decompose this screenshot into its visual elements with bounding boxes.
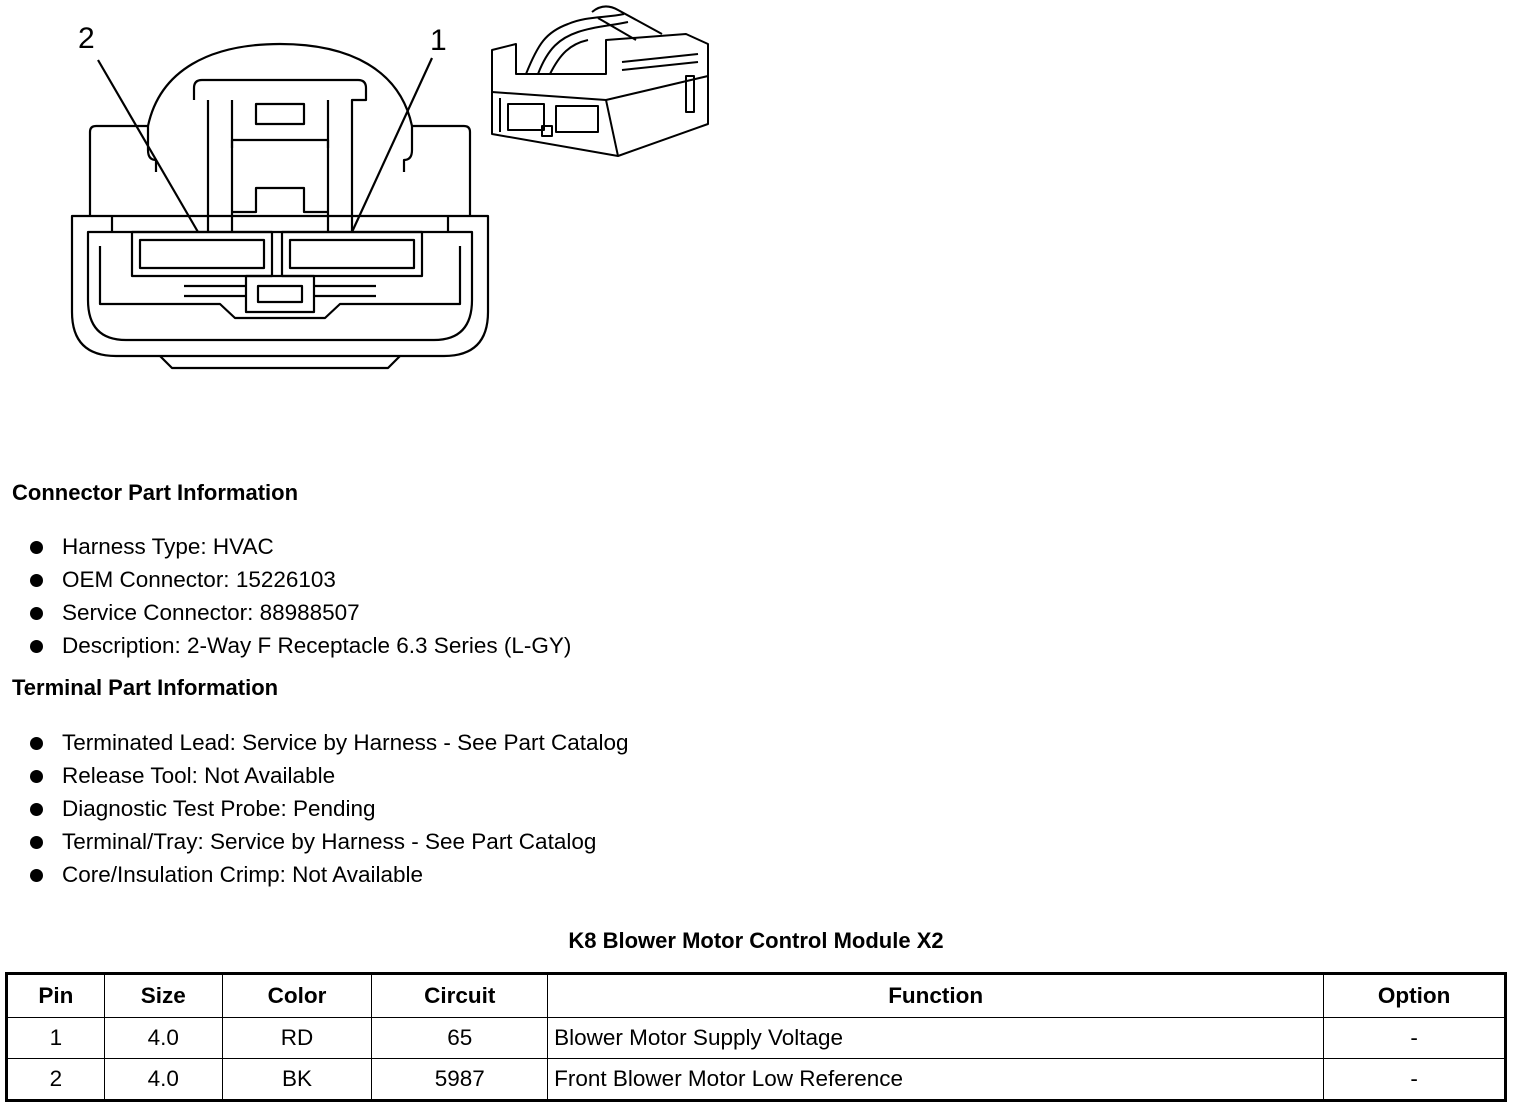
cell-function: Blower Motor Supply Voltage bbox=[547, 1017, 1325, 1059]
cell-size: 4.0 bbox=[103, 1058, 223, 1101]
list-item: Description: 2-Way F Receptacle 6.3 Seri… bbox=[28, 629, 571, 662]
oem-connector: OEM Connector: 15226103 bbox=[62, 567, 336, 592]
cell-color: BK bbox=[221, 1058, 373, 1101]
bullet-icon bbox=[30, 737, 43, 750]
cell-circuit: 65 bbox=[371, 1017, 549, 1059]
core-insulation-crimp: Core/Insulation Crimp: Not Available bbox=[62, 862, 424, 887]
bullet-icon bbox=[30, 869, 43, 882]
pin-table-title: K8 Blower Motor Control Module X2 bbox=[568, 928, 944, 953]
column-header-size: Size bbox=[103, 973, 223, 1018]
bullet-icon bbox=[30, 607, 43, 620]
callout-pin-1: 1 bbox=[430, 24, 447, 57]
service-connector: Service Connector: 88988507 bbox=[62, 600, 360, 625]
column-header-color: Color bbox=[221, 973, 373, 1018]
cell-size: 4.0 bbox=[103, 1017, 223, 1059]
terminated-lead: Terminated Lead: Service by Harness - Se… bbox=[62, 730, 629, 755]
pin-table: Pin Size Color Circuit Function Option 1… bbox=[5, 972, 1507, 1102]
terminal-tray: Terminal/Tray: Service by Harness - See … bbox=[62, 829, 597, 854]
cell-function: Front Blower Motor Low Reference bbox=[547, 1058, 1325, 1101]
cell-option: - bbox=[1323, 1058, 1506, 1101]
bullet-icon bbox=[30, 803, 43, 816]
cell-pin: 2 bbox=[6, 1058, 105, 1101]
connector-part-info-list: Harness Type: HVAC OEM Connector: 152261… bbox=[28, 530, 571, 662]
bullet-icon bbox=[30, 541, 43, 554]
list-item: Diagnostic Test Probe: Pending bbox=[28, 792, 629, 825]
list-item: Terminal/Tray: Service by Harness - See … bbox=[28, 825, 629, 858]
column-header-circuit: Circuit bbox=[371, 973, 549, 1018]
table-header-row: Pin Size Color Circuit Function Option bbox=[6, 973, 1506, 1018]
connector-description: Description: 2-Way F Receptacle 6.3 Seri… bbox=[62, 633, 572, 658]
connector-part-info-heading: Connector Part Information bbox=[12, 480, 299, 505]
connector-face-diagram: 2 1 bbox=[70, 22, 490, 370]
terminal-part-info-list: Terminated Lead: Service by Harness - Se… bbox=[28, 726, 629, 891]
cell-color: RD bbox=[221, 1017, 373, 1059]
table-row: 2 4.0 BK 5987 Front Blower Motor Low Ref… bbox=[6, 1058, 1506, 1101]
list-item: Service Connector: 88988507 bbox=[28, 596, 571, 629]
list-item: Release Tool: Not Available bbox=[28, 759, 629, 792]
cell-option: - bbox=[1323, 1017, 1506, 1059]
bullet-icon bbox=[30, 836, 43, 849]
list-item: Terminated Lead: Service by Harness - Se… bbox=[28, 726, 629, 759]
bullet-icon bbox=[30, 574, 43, 587]
release-tool: Release Tool: Not Available bbox=[62, 763, 336, 788]
terminal-part-info-heading: Terminal Part Information bbox=[12, 675, 279, 700]
cell-circuit: 5987 bbox=[371, 1058, 549, 1101]
column-header-pin: Pin bbox=[6, 973, 105, 1018]
connector-isometric-diagram bbox=[491, 5, 709, 157]
column-header-function: Function bbox=[547, 973, 1325, 1018]
list-item: Harness Type: HVAC bbox=[28, 530, 571, 563]
bullet-icon bbox=[30, 770, 43, 783]
diagnostic-test-probe: Diagnostic Test Probe: Pending bbox=[62, 796, 376, 821]
list-item: Core/Insulation Crimp: Not Available bbox=[28, 858, 629, 891]
table-row: 1 4.0 RD 65 Blower Motor Supply Voltage … bbox=[6, 1017, 1506, 1059]
bullet-icon bbox=[30, 640, 43, 653]
callout-pin-2: 2 bbox=[78, 22, 95, 55]
list-item: OEM Connector: 15226103 bbox=[28, 563, 571, 596]
harness-type: Harness Type: HVAC bbox=[62, 534, 274, 559]
column-header-option: Option bbox=[1323, 973, 1506, 1018]
cell-pin: 1 bbox=[6, 1017, 105, 1059]
